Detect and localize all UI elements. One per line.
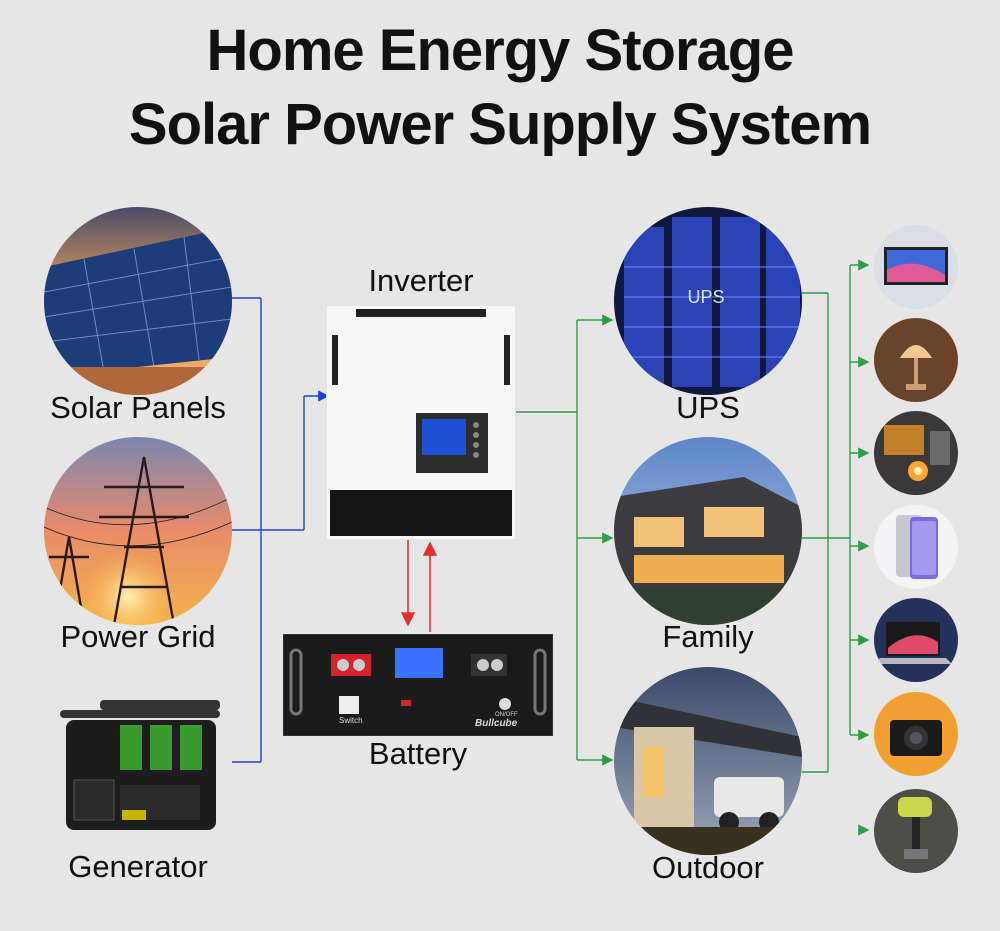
camera-icon bbox=[874, 692, 958, 776]
phone-icon bbox=[874, 505, 958, 589]
outdoor-label: Outdoor bbox=[651, 850, 764, 885]
power-grid-label: Power Grid bbox=[60, 619, 216, 654]
battery-brand: Bullcube bbox=[475, 718, 518, 729]
inverter-image bbox=[325, 304, 517, 541]
battery-switch-label: Switch bbox=[339, 716, 363, 725]
welder-icon bbox=[874, 411, 958, 495]
ups-overlay-text: UPS bbox=[687, 287, 725, 307]
generator-label: Generator bbox=[68, 849, 208, 884]
laptop-icon bbox=[874, 598, 958, 682]
outdoor-camper-image bbox=[614, 667, 802, 855]
battery-onoff-label: ON/OFF bbox=[495, 712, 518, 718]
inverter-label: Inverter bbox=[368, 263, 474, 298]
battery-image: Bullcube Switch ON/OFF bbox=[282, 633, 554, 737]
ups-label: UPS bbox=[676, 390, 740, 425]
power-grid-image bbox=[44, 437, 232, 625]
tv-icon bbox=[874, 225, 958, 309]
family-house-image bbox=[614, 437, 802, 625]
battery-label: Battery bbox=[368, 736, 468, 771]
family-label: Family bbox=[662, 619, 754, 654]
lamp-icon bbox=[874, 318, 958, 402]
drill-icon bbox=[874, 789, 958, 873]
title-line-1: Home Energy Storage bbox=[206, 18, 795, 83]
generator-image bbox=[60, 690, 226, 840]
solar-panels-image bbox=[44, 207, 232, 395]
title-line-2: Solar Power Supply System bbox=[128, 92, 872, 157]
solar-panels-label: Solar Panels bbox=[50, 390, 226, 425]
